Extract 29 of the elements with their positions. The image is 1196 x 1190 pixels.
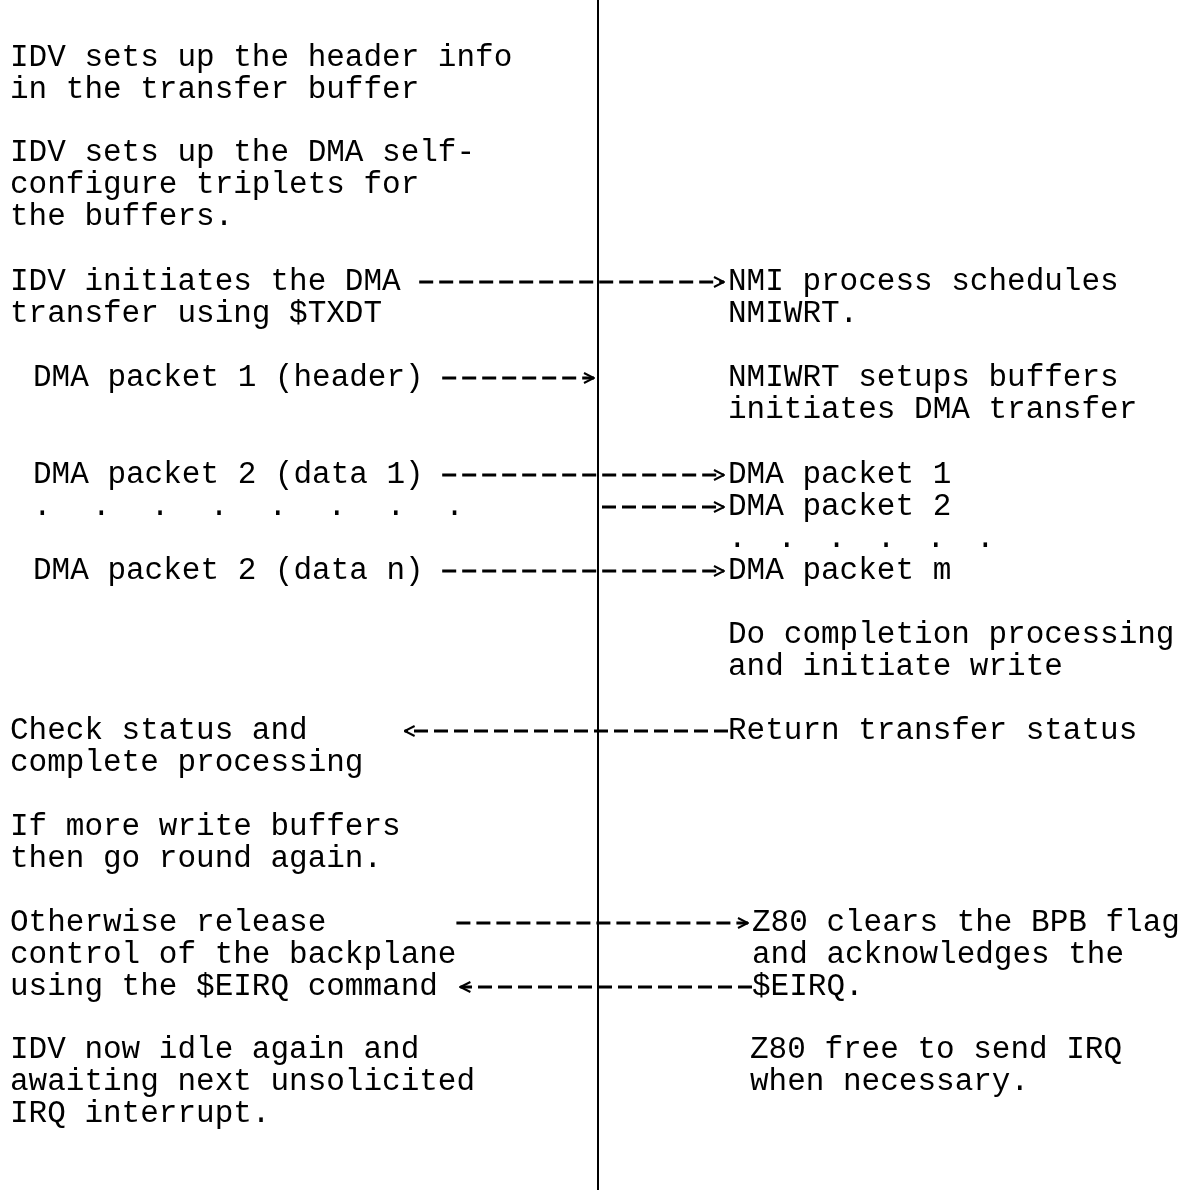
dashed-arrow <box>459 981 752 993</box>
dashed-arrow <box>442 469 725 481</box>
step-text: DMA packet m <box>728 555 970 587</box>
dashed-arrow <box>442 565 725 577</box>
step-text: Otherwise release control of the backplane using the $EIRQ command <box>10 907 457 1003</box>
step-text: If more write buffers then go round again. <box>10 811 420 875</box>
step-text: Return transfer status <box>728 715 1156 747</box>
dashed-arrow <box>442 372 595 384</box>
dashed-arrow <box>602 501 725 513</box>
dashed-arrow <box>419 276 725 288</box>
step-text: IDV sets up the header info in the transfer buffer <box>10 42 531 106</box>
step-text: DMA packet 1 (header) <box>33 362 443 394</box>
ellipsis-dots: . . . . . . . . <box>33 491 475 523</box>
step-text: DMA packet 2 (data n) <box>33 555 443 587</box>
step-text: DMA packet 1 <box>728 459 970 491</box>
ellipsis-dots: . . . . . . <box>728 523 1001 555</box>
step-text: IDV now idle again and awaiting next unsolicited IRQ interrupt. <box>10 1034 476 1130</box>
step-text: IDV sets up the DMA self-configure triplets for the buffers. <box>10 137 476 233</box>
dashed-arrow <box>403 725 728 737</box>
step-text: IDV initiates the DMA transfer using $TXDT <box>10 266 420 330</box>
step-text: Check status and complete processing <box>10 715 401 779</box>
step-text: DMA packet 2 <box>728 491 970 523</box>
step-text: Z80 free to send IRQ when necessary. <box>750 1034 1123 1098</box>
step-text: Do completion processing and initiate write <box>728 619 1194 683</box>
step-text: Z80 clears the BPB flag and acknowledges the $EIRQ. <box>752 907 1180 1003</box>
step-text: DMA packet 2 (data 1) <box>33 459 443 491</box>
step-text: NMIWRT setups buffers initiates DMA transfer <box>728 362 1175 426</box>
step-text: NMI process schedules NMIWRT. <box>728 266 1138 330</box>
dashed-arrow <box>456 917 749 929</box>
